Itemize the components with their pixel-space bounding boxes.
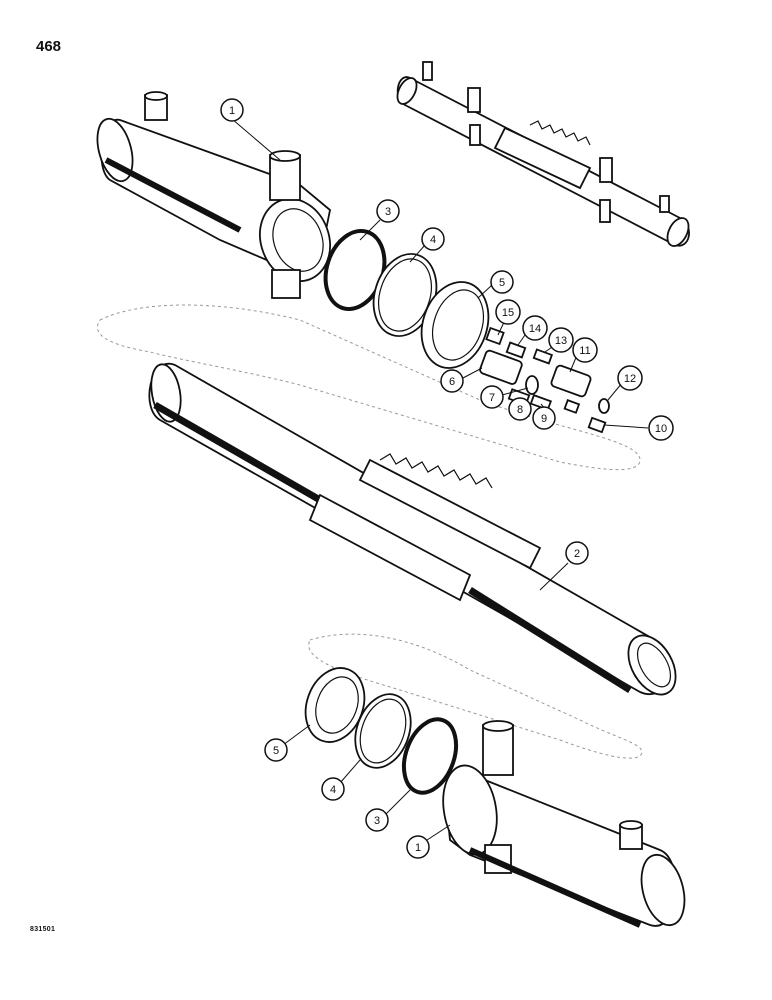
callout-1-bottom: 1	[406, 835, 430, 859]
callout-5-top: 5	[490, 270, 514, 294]
part-3-o-ring-bottom	[401, 717, 459, 795]
drawing-code: 831501	[30, 926, 56, 933]
callout-4-top: 4	[421, 227, 445, 251]
callout-11: 11	[572, 337, 598, 363]
part-2-rack-tube	[148, 362, 677, 696]
callout-4-bottom: 4	[321, 777, 345, 801]
part-5-seal-top	[420, 281, 490, 369]
part-7-o-ring	[525, 375, 539, 395]
svg-text:14: 14	[529, 323, 541, 335]
callout-2: 2	[565, 541, 589, 565]
part-13-spring	[532, 348, 554, 365]
part-10-plug	[587, 416, 607, 434]
callout-3-bottom: 3	[365, 808, 389, 832]
part-14-poppet	[505, 341, 527, 359]
callout-1-top: 1	[220, 98, 244, 122]
part-5-seal-bottom	[304, 667, 366, 743]
svg-text:15: 15	[502, 307, 514, 319]
svg-text:1: 1	[415, 842, 421, 854]
callout-14: 14	[522, 315, 548, 341]
svg-text:2: 2	[574, 548, 580, 560]
part-9-spring	[529, 394, 552, 411]
svg-text:3: 3	[374, 815, 380, 827]
part-6-valve-body	[479, 349, 523, 385]
callout-15: 15	[495, 299, 521, 325]
callout-12: 12	[617, 365, 643, 391]
svg-text:13: 13	[555, 335, 567, 347]
callouts: 1 2 3 4 5 6 7 8 9 10 11 12 13 14 15 5 4 …	[220, 98, 674, 859]
part-1-housing-top	[96, 91, 331, 299]
svg-text:10: 10	[655, 423, 667, 435]
part-12-o-ring	[598, 398, 610, 414]
part-11-valve-housing	[550, 364, 592, 398]
svg-text:4: 4	[330, 784, 336, 796]
svg-text:9: 9	[541, 413, 547, 425]
svg-text:5: 5	[273, 745, 279, 757]
callout-9: 9	[532, 406, 556, 430]
callout-8: 8	[508, 397, 532, 421]
callout-6: 6	[440, 369, 464, 393]
svg-text:11: 11	[579, 345, 590, 357]
part-1-housing-bottom	[442, 720, 686, 928]
svg-text:8: 8	[517, 404, 523, 416]
svg-text:3: 3	[385, 206, 391, 218]
part-15-fitting	[485, 326, 505, 346]
svg-text:4: 4	[430, 234, 436, 246]
callout-10: 10	[648, 415, 674, 441]
callout-7: 7	[480, 385, 504, 409]
callout-5-bottom: 5	[264, 738, 288, 762]
valve-components	[479, 326, 610, 434]
svg-text:12: 12	[624, 373, 636, 385]
svg-text:7: 7	[489, 392, 495, 404]
phantom-outline-upper	[97, 304, 641, 471]
svg-text:6: 6	[449, 376, 455, 388]
callout-13: 13	[548, 327, 574, 353]
svg-text:5: 5	[499, 277, 505, 289]
callout-3-top: 3	[376, 199, 400, 223]
assembly-reference-view	[396, 61, 690, 247]
page-number: 468	[36, 38, 62, 55]
part-4-backup-ring-bottom	[354, 693, 412, 769]
svg-text:1: 1	[229, 105, 235, 117]
